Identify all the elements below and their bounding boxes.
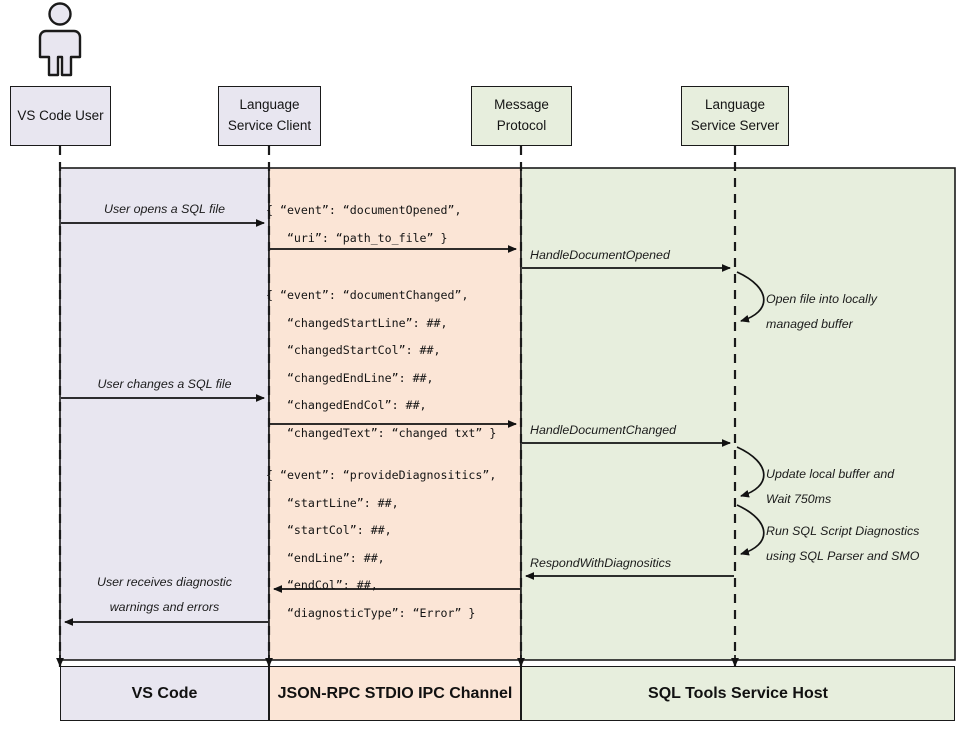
message-label-handle-document-opened: HandleDocumentOpened xyxy=(530,248,670,262)
footer-ipc-channel[interactable]: JSON-RPC STDIO IPC Channel xyxy=(269,666,521,721)
arrow-open-file-self-loop xyxy=(736,271,765,323)
footer-label: VS Code xyxy=(131,684,198,702)
participant-label-line2: Service Client xyxy=(227,118,312,133)
payload-document-opened: { “event”: “documentOpened”, “uri”: “pat… xyxy=(266,203,462,245)
arrow-update-buffer-self-loop xyxy=(736,446,765,498)
message-label-user-receives-diagnostics: User receives diagnostic warnings and er… xyxy=(97,575,232,614)
band-vs-code xyxy=(59,167,270,661)
message-label-handle-document-changed: HandleDocumentChanged xyxy=(530,423,677,437)
participant-label-line1: Language xyxy=(239,97,300,113)
footer-label: SQL Tools Service Host xyxy=(648,684,828,702)
participant-label-line1: Language xyxy=(704,97,766,113)
footer-label: JSON-RPC STDIO IPC Channel xyxy=(277,684,513,702)
message-label-user-opens-sql-file: User opens a SQL file xyxy=(104,202,225,216)
participant-label-line2: Service Server xyxy=(690,118,780,133)
participant-message-protocol[interactable]: Message Protocol xyxy=(471,86,572,146)
participant-label-line1: VS Code User xyxy=(17,107,104,123)
actor-head-icon xyxy=(48,2,72,26)
participant-language-service-client[interactable]: Language Service Client xyxy=(218,86,321,146)
message-label-user-changes-sql-file: User changes a SQL file xyxy=(97,377,232,391)
note-open-file: Open file into locally managed buffer xyxy=(766,292,877,331)
participant-language-service-server[interactable]: Language Service Server xyxy=(681,86,789,146)
vs-code-user-actor xyxy=(38,2,82,77)
note-update-buffer: Update local buffer and Wait 750ms xyxy=(766,467,895,506)
participant-label-line2: Protocol xyxy=(496,118,547,133)
participant-label-line1: Message xyxy=(494,97,549,113)
participant-vs-code-user[interactable]: VS Code User xyxy=(10,86,111,146)
payload-document-changed: { “event”: “documentChanged”, “changedSt… xyxy=(266,288,497,440)
band-service xyxy=(520,167,956,661)
payload-provide-diagnostics: { “event”: “provideDiagnositics”, “start… xyxy=(266,468,497,620)
actor-body-icon xyxy=(38,29,82,77)
band-ipc xyxy=(268,167,522,661)
footer-vs-code[interactable]: VS Code xyxy=(60,666,269,721)
note-run-diagnostics: Run SQL Script Diagnostics using SQL Par… xyxy=(766,524,920,563)
message-label-respond-with-diagnostics: RespondWithDiagnositics xyxy=(530,556,672,570)
arrow-run-diagnostics-self-loop xyxy=(736,504,765,556)
footer-sql-tools-service-host[interactable]: SQL Tools Service Host xyxy=(521,666,955,721)
